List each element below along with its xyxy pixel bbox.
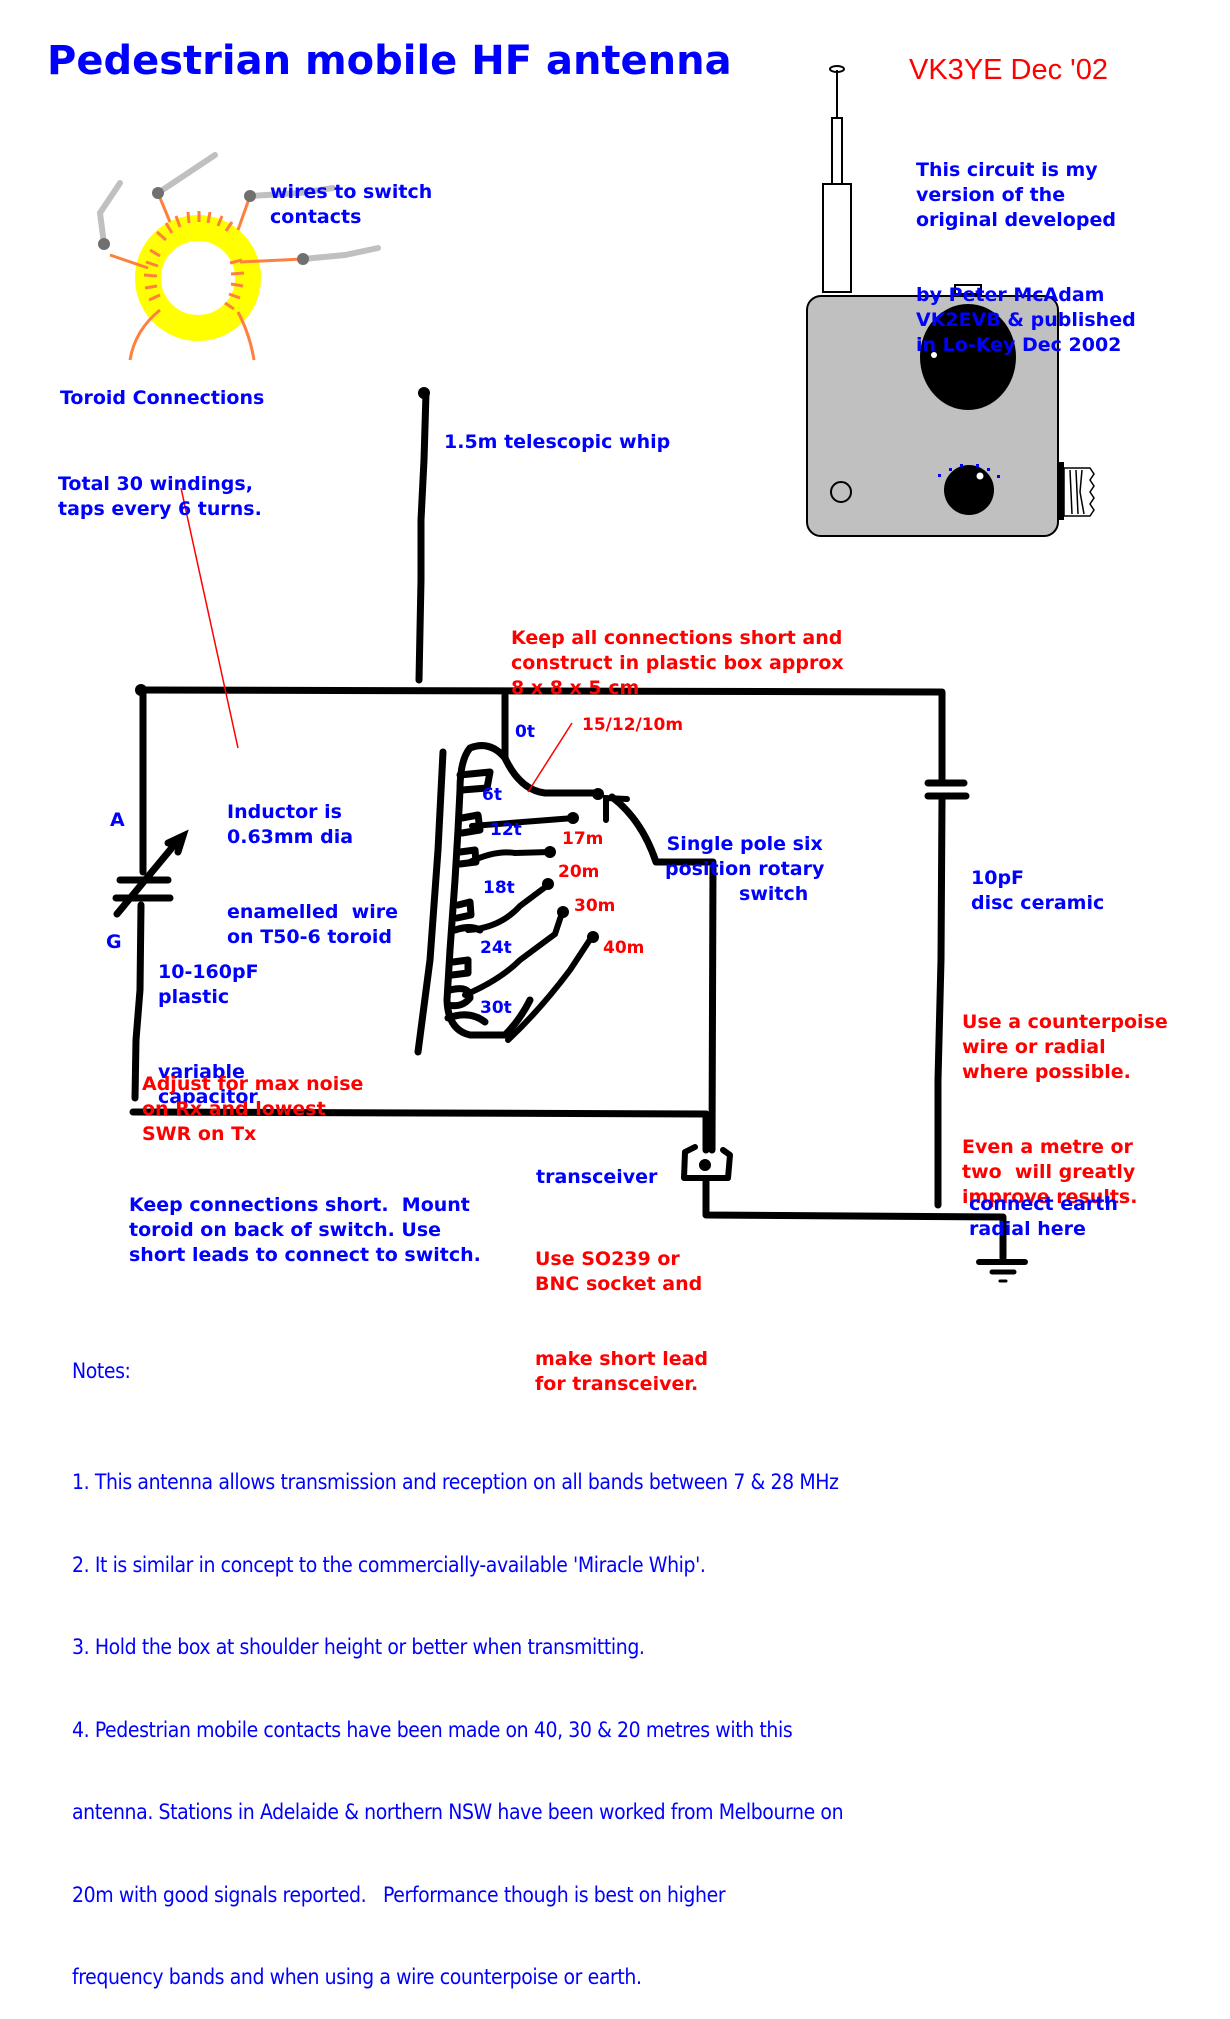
switch-position-dots bbox=[938, 464, 1000, 478]
notes-list: 1. This antenna allows transmission and … bbox=[72, 1414, 844, 2019]
whip-line bbox=[415, 389, 430, 684]
tap-label-6t: 6t bbox=[482, 785, 502, 805]
note-line: 2. It is similar in concept to the comme… bbox=[72, 1552, 706, 1577]
circuit-wires bbox=[129, 389, 1007, 1262]
band-label-15-12-10m: 15/12/10m bbox=[582, 715, 684, 735]
toroid-core bbox=[135, 215, 261, 341]
led-hole bbox=[830, 481, 852, 503]
variable-capacitor-symbol bbox=[112, 829, 189, 918]
transceiver-label: transceiver bbox=[536, 1166, 658, 1188]
switch-common bbox=[608, 793, 717, 1154]
whip-section-lower bbox=[822, 183, 852, 293]
band-switch-knob bbox=[944, 465, 994, 515]
ground-symbol bbox=[976, 1259, 1028, 1283]
tap-label-24t: 24t bbox=[480, 938, 512, 958]
tap-label-0t: 0t bbox=[515, 722, 535, 742]
coax-socket-thread bbox=[1063, 467, 1095, 517]
top-bus bbox=[138, 686, 944, 696]
switch-contact-wires bbox=[96, 152, 381, 262]
schematic-drawing bbox=[96, 65, 1095, 1283]
right-lower bbox=[934, 796, 946, 1209]
tuning-knob bbox=[920, 304, 1016, 410]
lead-4 bbox=[239, 257, 304, 264]
start-lead bbox=[128, 308, 161, 361]
lead-1 bbox=[109, 253, 149, 270]
band-label-17m: 17m bbox=[562, 829, 604, 849]
lead-3 bbox=[236, 195, 252, 231]
cap-terminal-g: G bbox=[106, 931, 122, 953]
band-label-20m: 20m bbox=[558, 862, 600, 882]
band-label-40m: 40m bbox=[603, 938, 645, 958]
terminal-dots bbox=[98, 187, 309, 265]
antenna-box-illustration bbox=[806, 65, 1095, 537]
toroid-illustration bbox=[96, 152, 381, 361]
left-wire-bottom bbox=[131, 901, 145, 1102]
cap-terminal-a: A bbox=[110, 809, 125, 831]
coax-socket-symbol bbox=[681, 1144, 733, 1181]
switch-wiper-arrow bbox=[603, 794, 630, 823]
page-title: Pedestrian mobile HF antenna bbox=[47, 38, 732, 84]
notes-heading: Notes: bbox=[72, 1359, 131, 1383]
note-line: 4. Pedestrian mobile contacts have been … bbox=[72, 1717, 793, 1742]
tap-wires bbox=[462, 815, 596, 1043]
band-label-30m: 30m bbox=[574, 896, 616, 916]
toroid-description: Total 30 windings,taps every 6 turns. bbox=[58, 473, 262, 520]
switch-contacts bbox=[135, 387, 604, 943]
inductor-coil bbox=[414, 742, 534, 1056]
ground-run bbox=[702, 1178, 1007, 1262]
author-signature: VK3YE Dec '02 bbox=[909, 54, 1108, 86]
note-line: 1. This antenna allows transmission and … bbox=[72, 1470, 839, 1494]
fixed-capacitor-symbol bbox=[924, 779, 970, 800]
note-line: frequency bands and when using a wire co… bbox=[72, 1965, 642, 1989]
whip-label: 1.5m telescopic whip bbox=[444, 431, 671, 453]
whip-section-upper bbox=[831, 117, 843, 185]
toroid-caption: Toroid Connections bbox=[60, 387, 265, 409]
note-line: 3. Hold the box at shoulder height or be… bbox=[72, 1635, 645, 1659]
box-tab bbox=[954, 284, 982, 295]
bottom-bus bbox=[129, 1108, 710, 1118]
note-line: antenna. Stations in Adelaide & northern… bbox=[72, 1800, 844, 1824]
tap-label-18t: 18t bbox=[483, 878, 515, 898]
tap-label-30t: 30t bbox=[480, 998, 512, 1018]
tap-label-12t: 12t bbox=[490, 820, 522, 840]
pointer-lines bbox=[180, 487, 573, 793]
coax-socket-body bbox=[1058, 462, 1064, 520]
note-line: 20m with good signals reported. Performa… bbox=[72, 1882, 726, 1907]
end-lead bbox=[236, 311, 256, 361]
